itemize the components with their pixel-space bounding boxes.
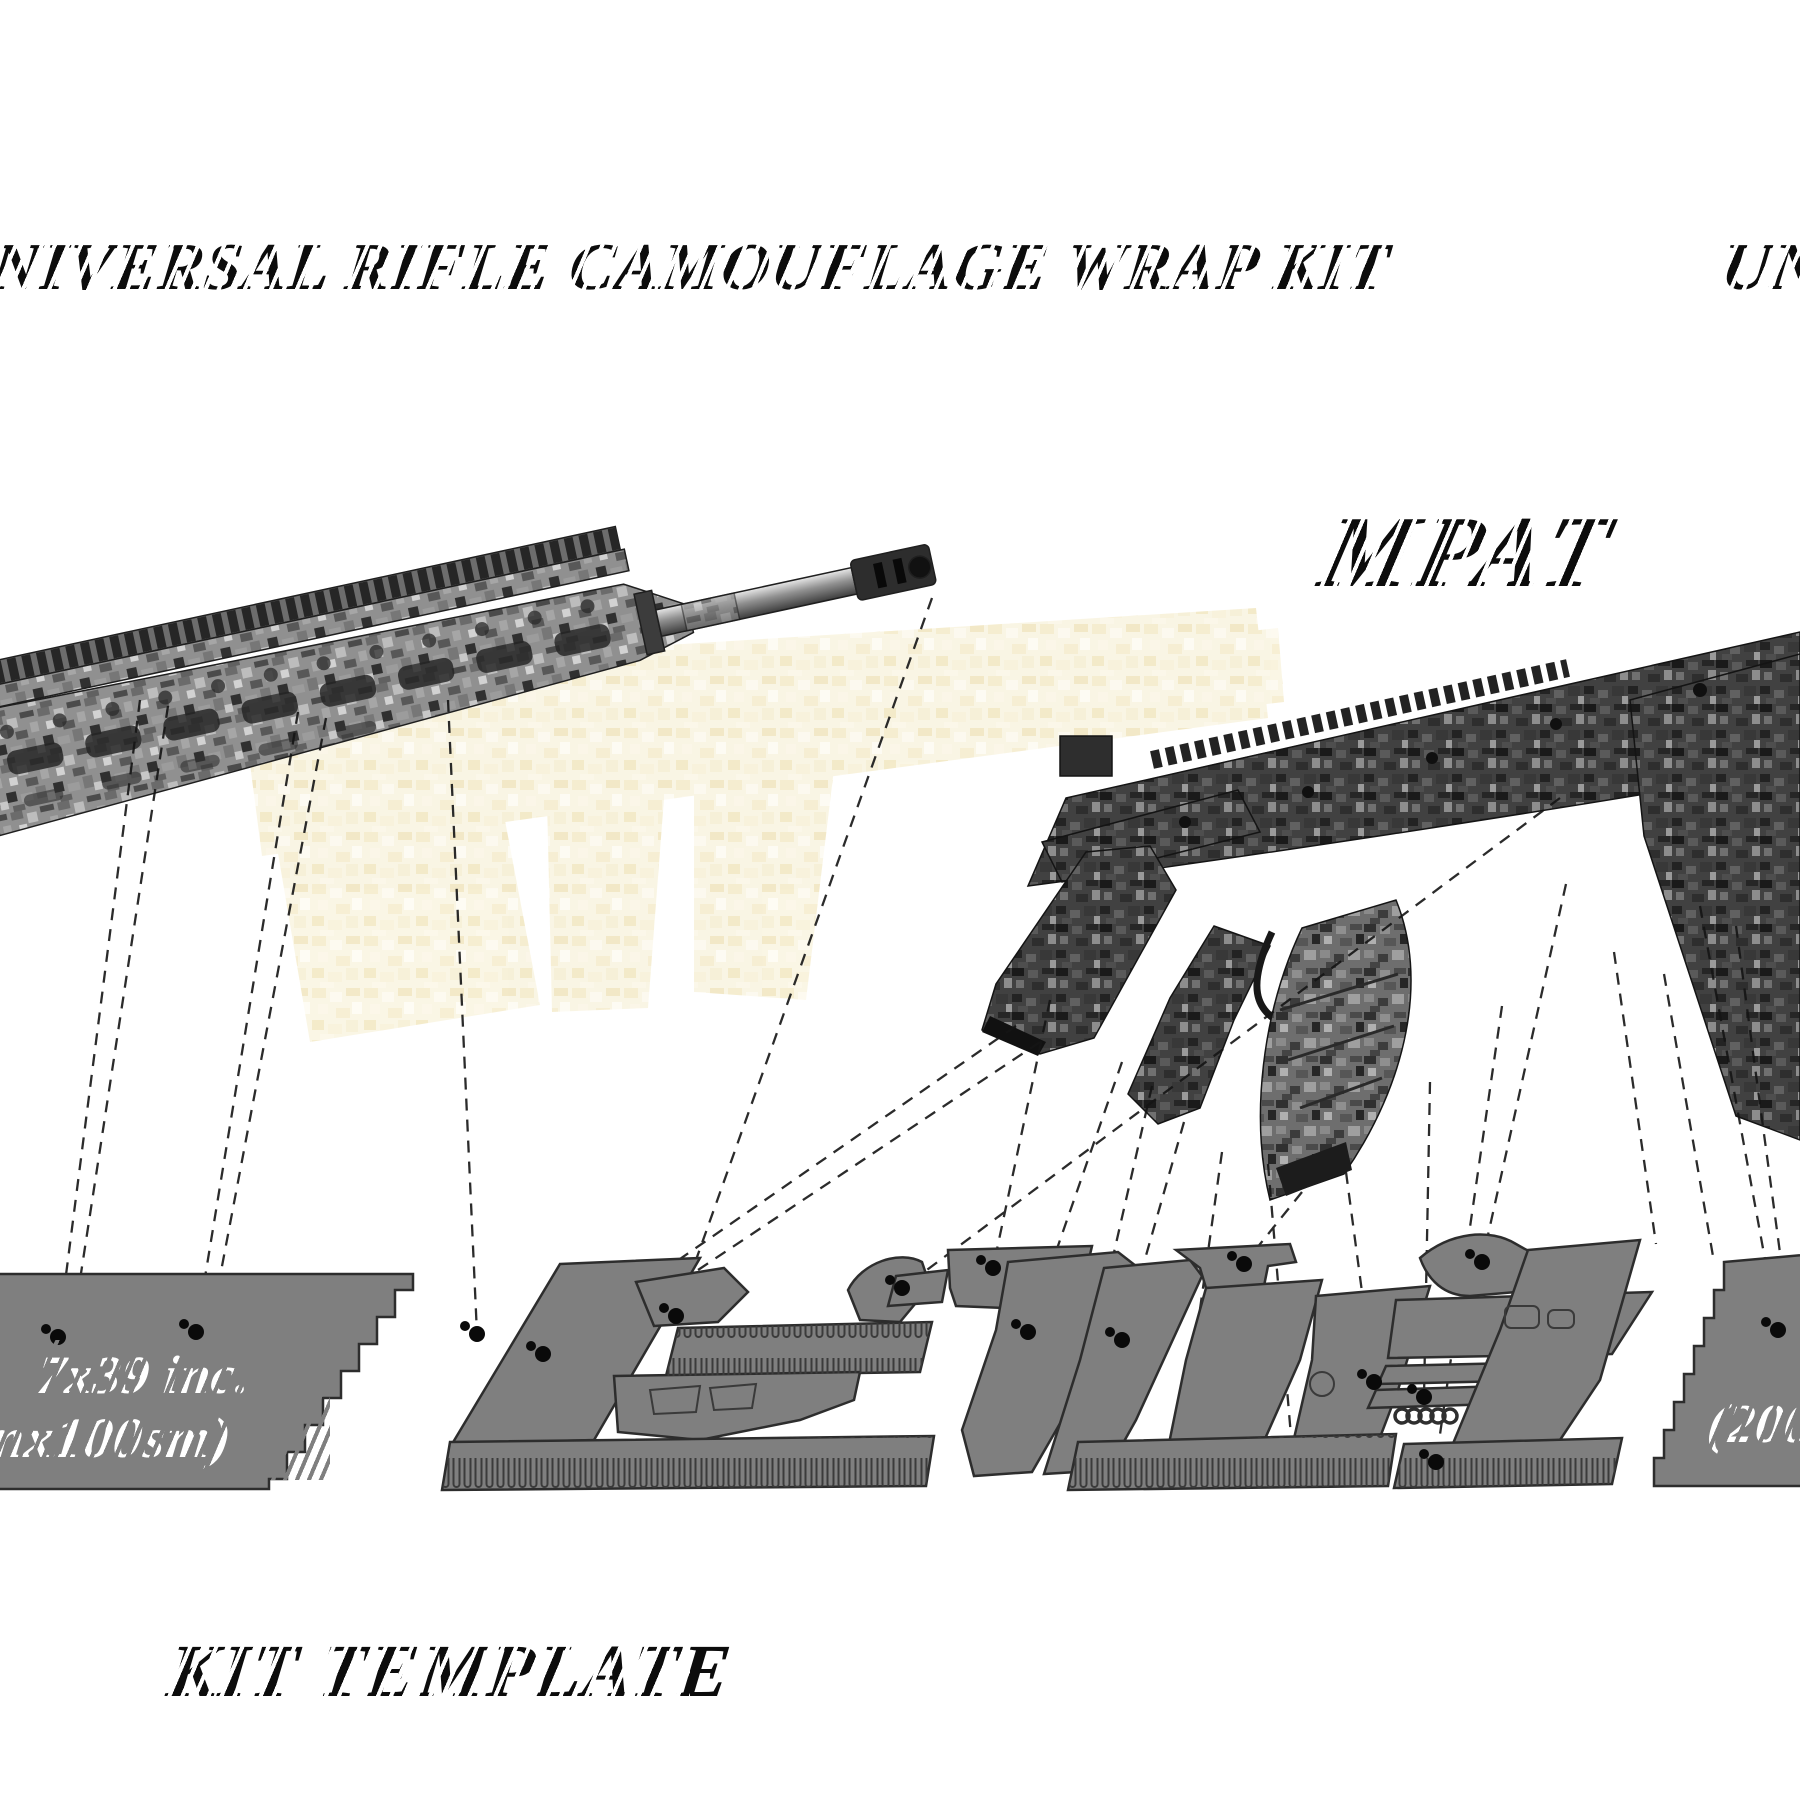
template-pieces <box>0 1233 1800 1492</box>
kit-template-label: KIT TEMPLATE <box>150 1624 737 1724</box>
title-band: UNIVERSAL RIFLE CAMOUFLAGE WRAP KIT UNIV… <box>0 226 1800 326</box>
leader-lines <box>56 597 1794 1463</box>
locator-dots <box>41 1249 1786 1470</box>
sheet-size-line1: 7x39 inc. <box>34 1345 255 1405</box>
sheet-size-label-left: 7x39 inc. (200smx100sm) <box>0 1340 330 1480</box>
spring-coil-detail <box>1393 1407 1459 1425</box>
sheet-size-line2: (200smx100sm) <box>0 1407 236 1470</box>
lower-receiver-assembly <box>981 631 1800 1201</box>
upper-receiver-assembly <box>0 525 937 837</box>
title-text-repeat: UNIVERSAL RIFLE CAMOUFLAGE WRAP KIT <box>1717 230 1800 304</box>
pattern-name-label: MPAT <box>1310 496 1670 616</box>
pattern-name-text: MPAT <box>1310 496 1625 609</box>
title-text: UNIVERSAL RIFLE CAMOUFLAGE WRAP KIT <box>0 230 1394 304</box>
sheet-size-line2-right: (200smx100sm) <box>1704 1393 1800 1454</box>
piece-flat-long <box>612 1370 862 1442</box>
piece-thin-strip <box>886 1268 950 1308</box>
sheet-size-label-right: (200smx100sm) <box>1700 1392 1800 1462</box>
piece-top-small-mid <box>1172 1242 1298 1290</box>
kit-template-text: KIT TEMPLATE <box>162 1630 737 1713</box>
